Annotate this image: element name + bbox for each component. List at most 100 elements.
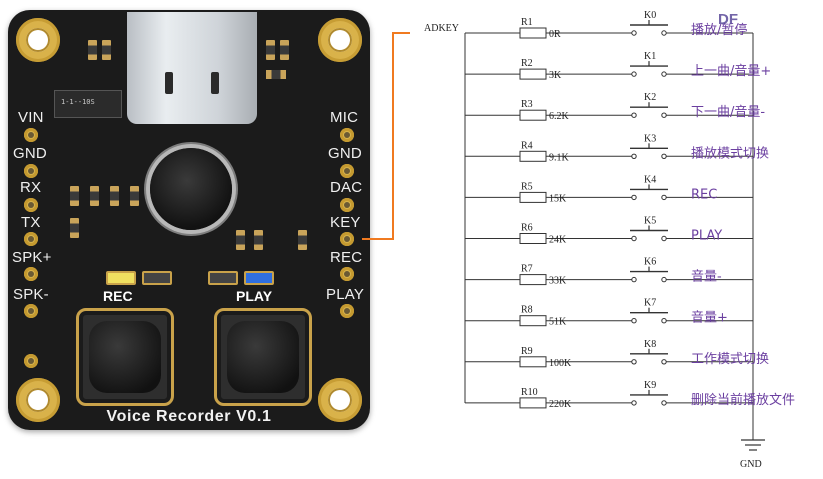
ground-label: GND	[740, 459, 762, 470]
resistor-ref: R6	[521, 223, 533, 234]
key-function-label: PLAY	[691, 229, 722, 244]
smd-component	[102, 40, 111, 60]
resistor-value: 15K	[549, 193, 567, 204]
mount-hole-top-right	[318, 18, 362, 62]
smd-component	[88, 40, 97, 60]
resistor-value: 24K	[549, 235, 567, 246]
pin-pad-dac	[340, 198, 354, 212]
switch-contact	[631, 400, 637, 406]
pin-pad-rec	[340, 267, 354, 281]
smd-component	[298, 230, 307, 250]
pin-pad-tx	[24, 232, 38, 246]
smd-component	[90, 186, 99, 206]
switch-contact	[631, 276, 637, 283]
pin-label-mic: MIC	[330, 109, 359, 126]
pin-label-tx: TX	[21, 214, 41, 231]
pin-pad-key	[340, 232, 354, 246]
resistor-ref: R5	[521, 181, 533, 192]
resistor-ref: R10	[521, 387, 538, 398]
resistor-r7	[519, 274, 547, 286]
key-function-label: 工作模式切换	[691, 352, 769, 367]
ground-symbol	[741, 439, 765, 451]
pin-pad-gnd	[24, 164, 38, 178]
pin-label-spk-minus: SPK-	[13, 286, 49, 303]
resistor-r8	[519, 315, 547, 327]
resistor-value: 33K	[549, 276, 567, 287]
regulator-chip: 1-1--10S	[54, 90, 122, 118]
pin-label-gnd: GND	[13, 145, 47, 162]
usb-c-connector	[127, 12, 257, 124]
adkey-schematic: ADKEY R10RK0播放/暂停R23KK1上一曲/音量+R36.2KK2下一…	[410, 4, 815, 470]
rec-led-resistor	[142, 271, 172, 285]
resistor-r3	[519, 109, 547, 121]
resistor-value: 0R	[549, 29, 561, 40]
pin-pad-gnd-right	[340, 164, 354, 178]
switch-contact	[661, 235, 667, 242]
pin-label-dac: DAC	[330, 179, 363, 196]
adkey-net-label: ADKEY	[424, 23, 459, 34]
smd-component	[266, 40, 275, 60]
switch-contact	[661, 153, 667, 160]
smd-component	[70, 218, 79, 238]
rec-button-label: REC	[103, 288, 133, 304]
key-ref: K5	[644, 216, 656, 227]
resistor-value: 6.2K	[549, 111, 570, 122]
resistor-r2	[519, 68, 547, 80]
resistor-ref: R7	[521, 264, 533, 275]
switch-contact	[631, 318, 637, 324]
switch-contact	[631, 71, 637, 77]
resistor-value: 51K	[549, 317, 567, 328]
voice-recorder-board: 1-1--10S VIN GND RX TX SPK+ SPK- MIC GND…	[8, 10, 370, 430]
switch-contact	[661, 400, 667, 406]
resistor-value: 220K	[549, 399, 572, 410]
key-function-label: 删除当前播放文件	[691, 392, 795, 408]
rec-button[interactable]	[76, 308, 174, 406]
resistor-r10	[519, 397, 547, 409]
key-function-label: 音量-	[691, 269, 722, 285]
switch-contact	[631, 359, 637, 365]
pin-pad-rx	[24, 198, 38, 212]
resistor-ref: R3	[521, 99, 533, 110]
switch-contact	[631, 194, 637, 201]
resistor-value: 9.1K	[549, 152, 570, 163]
key-ref: K3	[644, 133, 656, 144]
pin-label-vin: VIN	[18, 109, 44, 126]
key-ref: K8	[644, 339, 656, 350]
resistor-ref: R9	[521, 346, 533, 357]
switch-contact	[661, 318, 667, 324]
resistor-r5	[519, 191, 547, 203]
key-ref: K7	[644, 298, 656, 309]
board-title: Voice Recorder V0.1	[106, 408, 272, 425]
key-ref: K9	[644, 380, 656, 391]
key-ref: K0	[644, 10, 656, 21]
resistor-r1	[519, 27, 547, 39]
pin-label-key: KEY	[330, 214, 361, 231]
pin-label-play: PLAY	[326, 286, 365, 303]
resistor-r4	[519, 150, 547, 162]
pin-pad-play	[340, 304, 354, 318]
microphone	[150, 148, 232, 230]
smd-component	[236, 230, 245, 250]
rec-led	[106, 271, 136, 285]
resistor-ref: R2	[521, 58, 533, 69]
switch-contact	[661, 71, 667, 77]
pin-pad-extra	[24, 354, 38, 368]
resistor-r9	[519, 356, 547, 368]
pin-label-rec: REC	[330, 249, 363, 266]
key-function-label: 播放模式切换	[691, 146, 769, 161]
mount-hole-bottom-left	[16, 378, 60, 422]
key-function-label: 上一曲/音量+	[691, 63, 771, 79]
play-led-resistor	[208, 271, 238, 285]
usb-slot	[165, 72, 173, 94]
key-ref: K1	[644, 51, 656, 62]
pin-label-gnd-right: GND	[328, 145, 362, 162]
key-ref: K6	[644, 257, 656, 268]
resistor-value: 100K	[549, 358, 572, 369]
pin-pad-spk-minus	[24, 304, 38, 318]
resistor-ref: R1	[521, 17, 533, 28]
key-function-label: 播放/暂停	[691, 22, 747, 38]
key-function-label: 下一曲/音量-	[691, 104, 765, 120]
watermark: DF	[718, 11, 738, 28]
play-button[interactable]	[214, 308, 312, 406]
pin-pad-vin	[24, 128, 38, 142]
